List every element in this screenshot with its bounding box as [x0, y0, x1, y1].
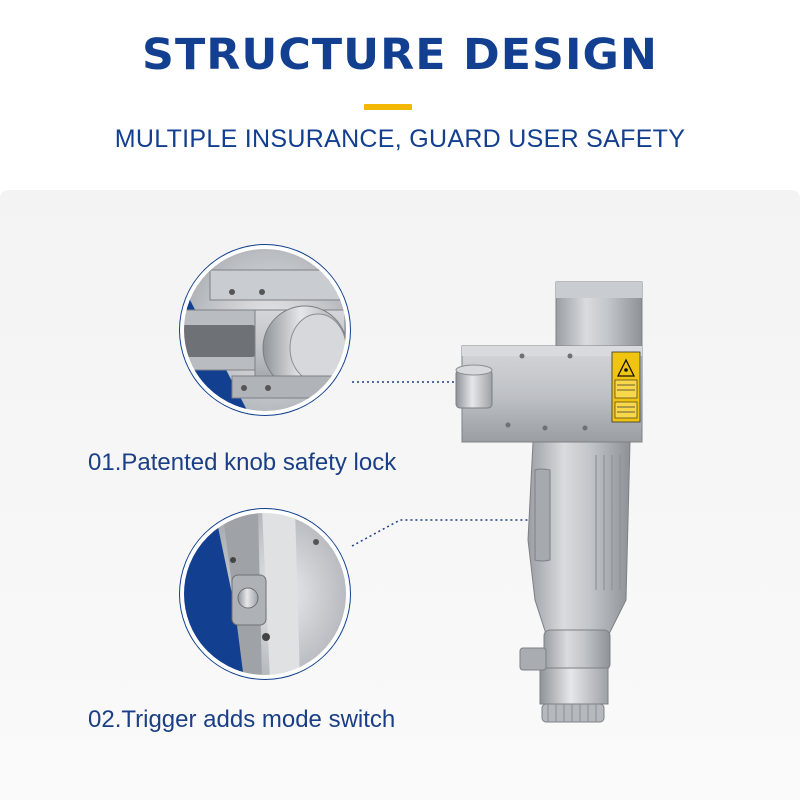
feature-panel	[0, 190, 800, 800]
page-title: STRUCTURE DESIGN	[142, 30, 658, 80]
zoom-circle-trigger	[179, 508, 351, 680]
page-subtitle: MULTIPLE INSURANCE, GUARD USER SAFETY	[114, 125, 686, 153]
feature-label-knob-lock: 01.Patented knob safety lock	[88, 449, 397, 476]
connector-line-2	[351, 519, 535, 547]
zoom-circle-knob-lock	[179, 244, 351, 416]
laser-warning-icon	[616, 358, 636, 377]
laser-head-product	[455, 281, 643, 723]
title-accent-bar	[364, 104, 412, 110]
feature-label-trigger: 02.Trigger adds mode switch	[88, 706, 396, 733]
